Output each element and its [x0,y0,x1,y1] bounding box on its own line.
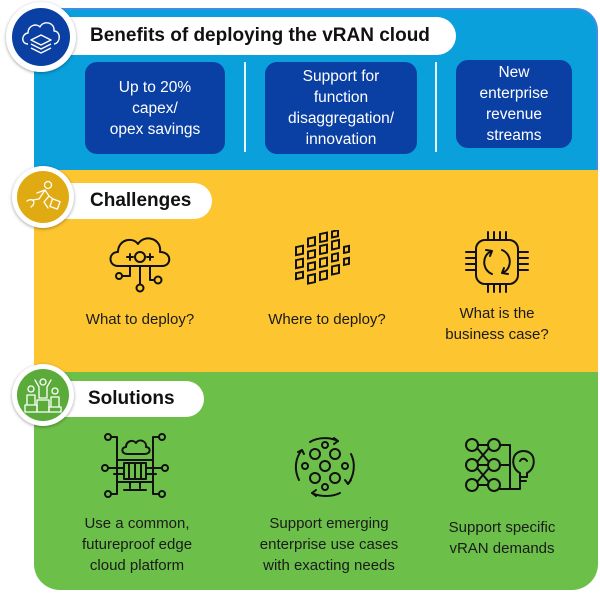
solutions-title: Solutions [60,381,204,417]
challenges-badge [12,166,74,228]
cloud-layers-icon [12,8,70,66]
distributed-grid-icon [292,230,362,300]
neural-network-lightbulb-icon [464,435,550,497]
running-person-briefcase-icon [17,171,69,223]
divider [435,62,437,152]
challenge-item: Where to deploy? [268,311,386,328]
benefit-card: Up to 20% capex/ opex savings [85,62,225,154]
circular-nodes-cycle-icon [294,436,356,498]
benefit-card: Support for function disaggregation/ inn… [265,62,417,154]
podium-winners-icon [17,369,69,421]
cloud-network-icon [104,230,180,306]
solution-item: Use a common, futureproof edge cloud pla… [81,515,193,574]
solution-item: Support emerging enterprise use cases wi… [259,515,399,574]
challenge-item: What to deploy? [85,311,195,328]
benefits-badge [6,2,76,72]
edge-cloud-computer-icon [100,432,170,502]
divider [244,62,246,152]
chip-refresh-icon [462,228,534,300]
solutions-badge [12,364,74,426]
solution-item: Support specific vRAN demands [448,519,556,557]
challenges-title: Challenges [60,183,212,219]
challenge-item: What is the business case? [445,305,549,343]
benefit-card: New enterprise revenue streams [456,60,572,148]
benefits-title: Benefits of deploying the vRAN cloud [66,17,456,55]
